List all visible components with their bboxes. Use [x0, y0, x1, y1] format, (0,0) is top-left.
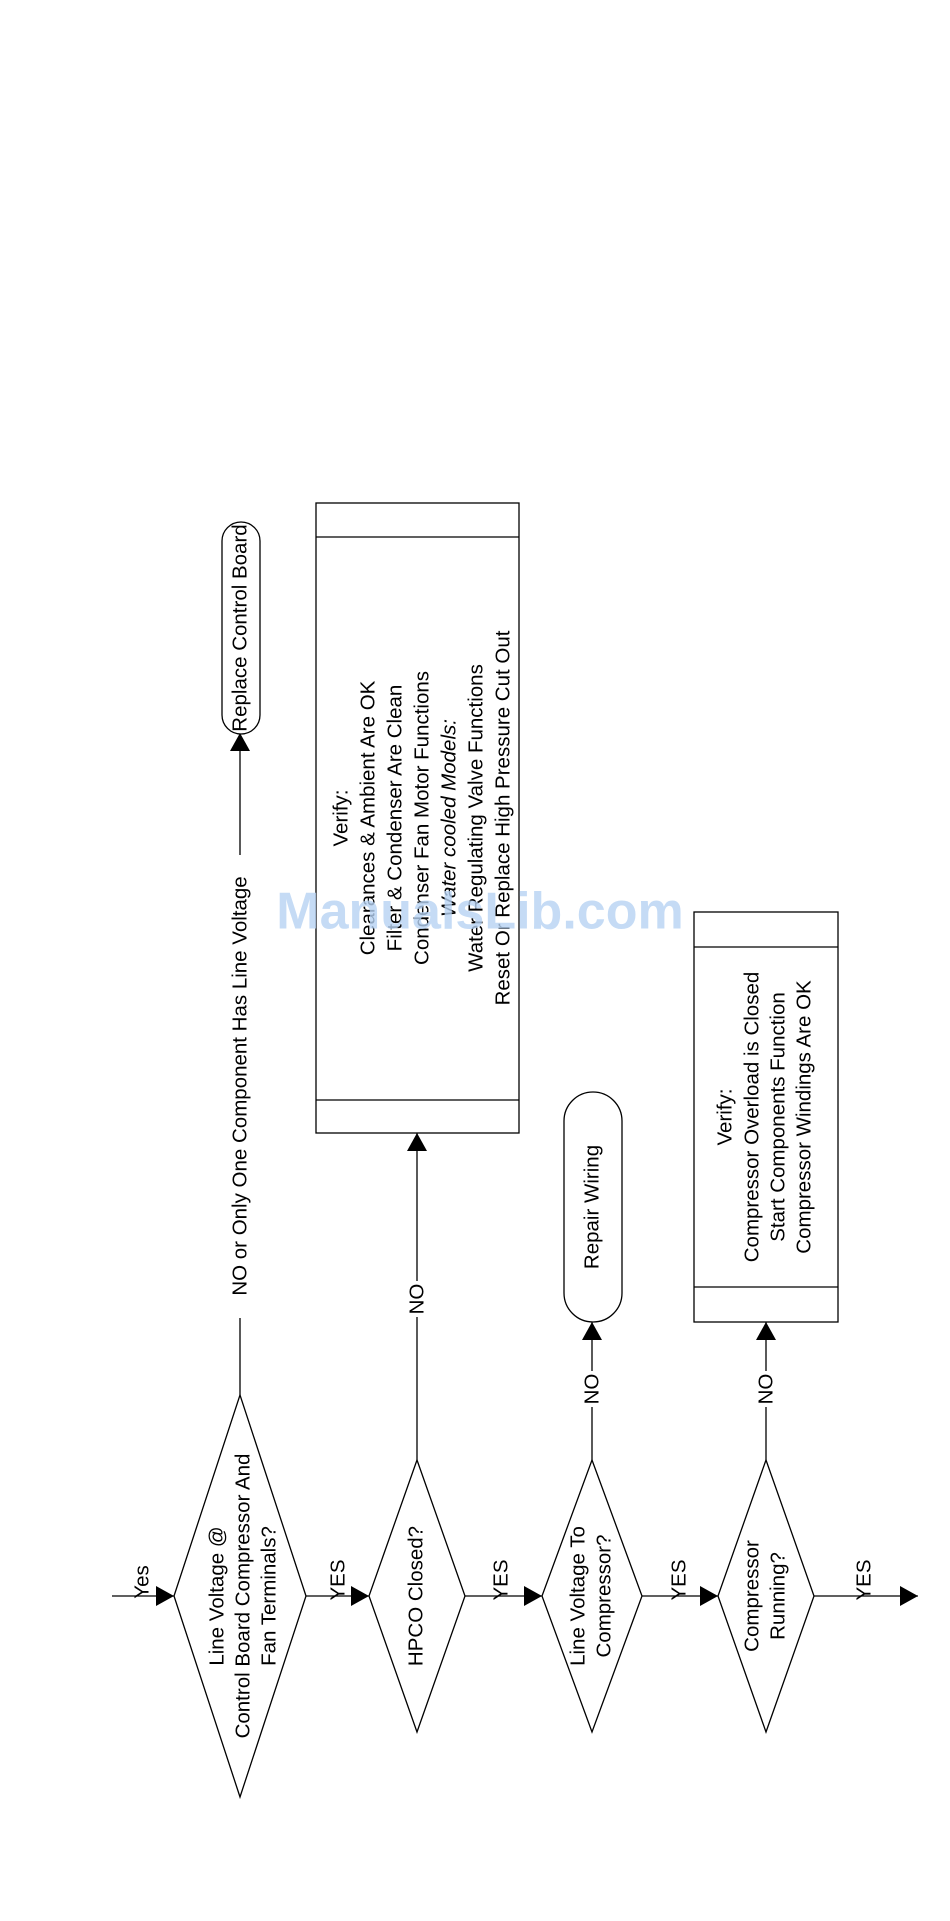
verify-box-2-title: Verify: [713, 1089, 736, 1146]
watermark: ManualsLib.com [276, 883, 683, 941]
yes-label-4: YES [852, 1559, 875, 1600]
no-arrow-3 [582, 1322, 602, 1340]
decision-3-line-1: Line Voltage To [566, 1526, 589, 1666]
yes-label-1: YES [326, 1559, 349, 1600]
yes-label-3: YES [667, 1559, 690, 1600]
verify-box-1-line-5: Water Regulating Valve Functions [464, 664, 487, 972]
no-label-3: NO [580, 1374, 603, 1405]
verify-box-2-line-3: Compressor Windings Are OK [792, 980, 815, 1254]
verify-box-1-line-2: Filter & Condenser Are Clean [383, 685, 406, 952]
verify-box-2-line-2: Start Components Function [766, 992, 789, 1242]
no-arrow-2 [407, 1133, 427, 1151]
decision-compressor-running [717, 1458, 815, 1734]
verify-box-1-line-3: Condenser Fan Motor Functions [410, 671, 433, 965]
no-label-1-bg [230, 855, 250, 1318]
verify-box-1-title: Verify: [329, 790, 352, 847]
no-label-2: NO [405, 1284, 428, 1315]
no-label-4-bg [756, 1371, 776, 1407]
decision-3-line-2: Compressor? [592, 1534, 615, 1657]
terminal-replace-control-board-label: Replace Control Board [228, 524, 251, 731]
verify-box-compressor [693, 911, 839, 1323]
terminal-repair-wiring [563, 1091, 623, 1323]
verify-box-1-line-6: Reset Or Replace High Pressure Cut Out [491, 630, 514, 1005]
entry-yes-label: Yes [130, 1565, 153, 1598]
yes-arrow-1 [351, 1586, 369, 1606]
verify-box-1-line-4: Water cooled Models: [437, 719, 460, 917]
decision-4-line-2: Running? [766, 1552, 789, 1640]
decision-line-voltage-control-board [173, 1392, 307, 1800]
no-label-2-bg [407, 1281, 427, 1317]
no-label-1: NO or Only One Component Has Line Voltag… [228, 876, 251, 1295]
yes-arrow-2 [524, 1586, 542, 1606]
decision-1-line-1: Line Voltage @ [205, 1526, 228, 1665]
decision-1-line-2: Control Board Compressor And [231, 1454, 254, 1739]
decision-hpco-closed [368, 1458, 466, 1734]
decision-4-line-1: Compressor [740, 1540, 763, 1652]
verify-box-2-line-1: Compressor Overload is Closed [740, 972, 763, 1263]
no-label-4: NO [754, 1374, 777, 1405]
verify-box-1-line-1: Clearances & Ambient Are OK [356, 680, 379, 955]
yes-label-2: YES [489, 1559, 512, 1600]
entry-arrow [156, 1586, 174, 1606]
decision-line-voltage-compressor [541, 1458, 643, 1734]
no-label-3-bg [582, 1371, 602, 1407]
yes-arrow-4 [900, 1586, 918, 1606]
no-arrow-4 [756, 1322, 776, 1340]
terminal-repair-wiring-label: Repair Wiring [580, 1145, 603, 1269]
yes-arrow-3 [700, 1586, 718, 1606]
terminal-replace-control-board [221, 521, 261, 735]
decision-1-line-3: Fan Terminals? [257, 1526, 280, 1666]
decision-2-line-1: HPCO Closed? [404, 1526, 427, 1666]
no-arrow-1 [230, 733, 250, 751]
verify-box-condenser [315, 502, 520, 1134]
